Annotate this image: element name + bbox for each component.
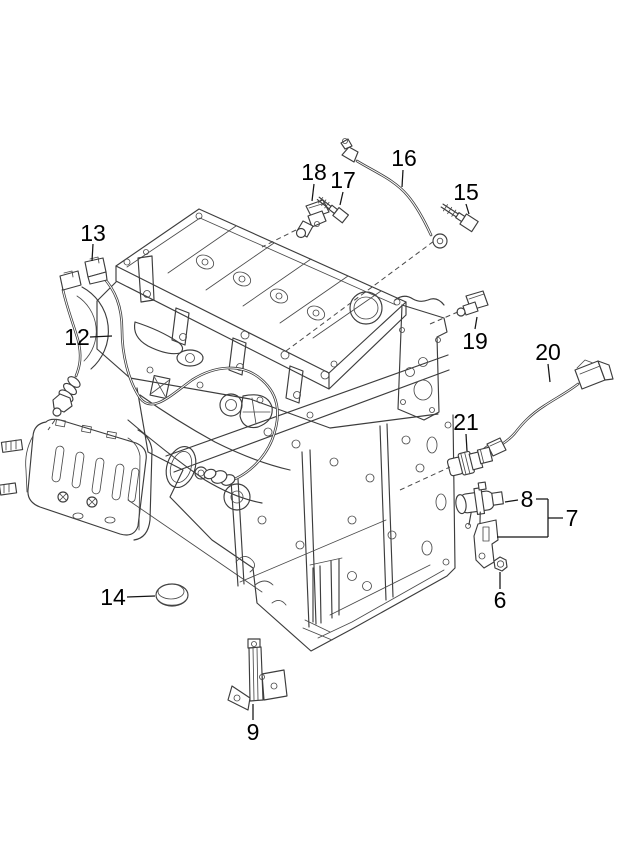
dashed-leader-part-19 [429,310,461,325]
callout-leader-19 [474,316,478,330]
dashed-leader-part-21 [399,466,451,491]
harness-part-16 [340,138,448,249]
dashed-leader-part-18 [261,229,297,248]
heat-shield [0,418,153,541]
bolt-part-17 [316,196,349,224]
dashed-leader-part-12 [47,419,56,431]
nut-part-6 [493,556,508,572]
callout-label-14: 14 [100,584,126,610]
callout-leader-20 [547,363,551,383]
camshaft-position-sensor-part-18 [295,199,330,239]
engine-line-art [0,208,456,652]
callout-label-19: 19 [462,328,488,354]
dashed-leader-part-16 [285,240,435,352]
sealing-cap-part-14 [155,583,189,607]
front-cover [76,286,291,511]
casting-marks [235,556,287,606]
bracket-part-9 [227,638,288,711]
callout-leader-15 [465,203,470,215]
block-right-face-holes [421,421,452,566]
front-oxygen-sensor [52,376,81,417]
cover-end-tab [137,249,155,303]
cover-front-tabs [171,307,304,404]
callout-label-17: 17 [330,167,356,193]
callout-leader-14 [126,595,156,598]
callout-leader-18 [311,183,315,202]
callout-leader-8 [504,499,519,503]
mount-legs [302,557,343,641]
valve-cover [115,208,407,404]
cylinder-head [96,281,448,429]
shield-slots [51,445,140,503]
callout-label-7: 7 [566,505,579,531]
harness-part-20 [483,359,614,457]
engine-block [127,354,456,652]
callout-label-6: 6 [494,587,507,613]
connector-13 [84,256,108,285]
sensor-part-21 [446,446,494,477]
callout-label-20: 20 [535,339,561,365]
callout-label-16: 16 [391,145,417,171]
callout-label-12: 12 [64,324,90,350]
callout-label-13: 13 [80,220,106,246]
sensor-part-19 [456,290,489,317]
callout-leader-7 [497,498,563,538]
connector-12 [59,270,82,291]
bolt-part-15 [440,203,479,233]
callout-label-18: 18 [301,159,327,185]
callout-leader-12 [89,335,113,338]
shield-studs [0,439,24,496]
callout-label-21: 21 [453,409,479,435]
dashed-leaders-layer [47,229,461,491]
rear-oxygen-sensor [203,468,236,486]
callout-leader-17 [339,191,344,206]
block-bosses [257,427,425,591]
ignition-coil-wells [195,254,326,321]
callout-leader-16 [401,169,404,188]
solenoid-valve-part-8 [455,481,504,529]
callout-label-15: 15 [453,179,479,205]
shield-top-clips [55,418,117,440]
callout-label-9: 9 [247,719,260,745]
callout-leader-13 [91,243,94,262]
part-glyphs [155,138,614,711]
callout-leader-21 [465,433,468,452]
callout-label-8: 8 [521,486,534,512]
label-plate-icon [149,374,171,400]
oxygen-sensor-cables [52,256,279,486]
